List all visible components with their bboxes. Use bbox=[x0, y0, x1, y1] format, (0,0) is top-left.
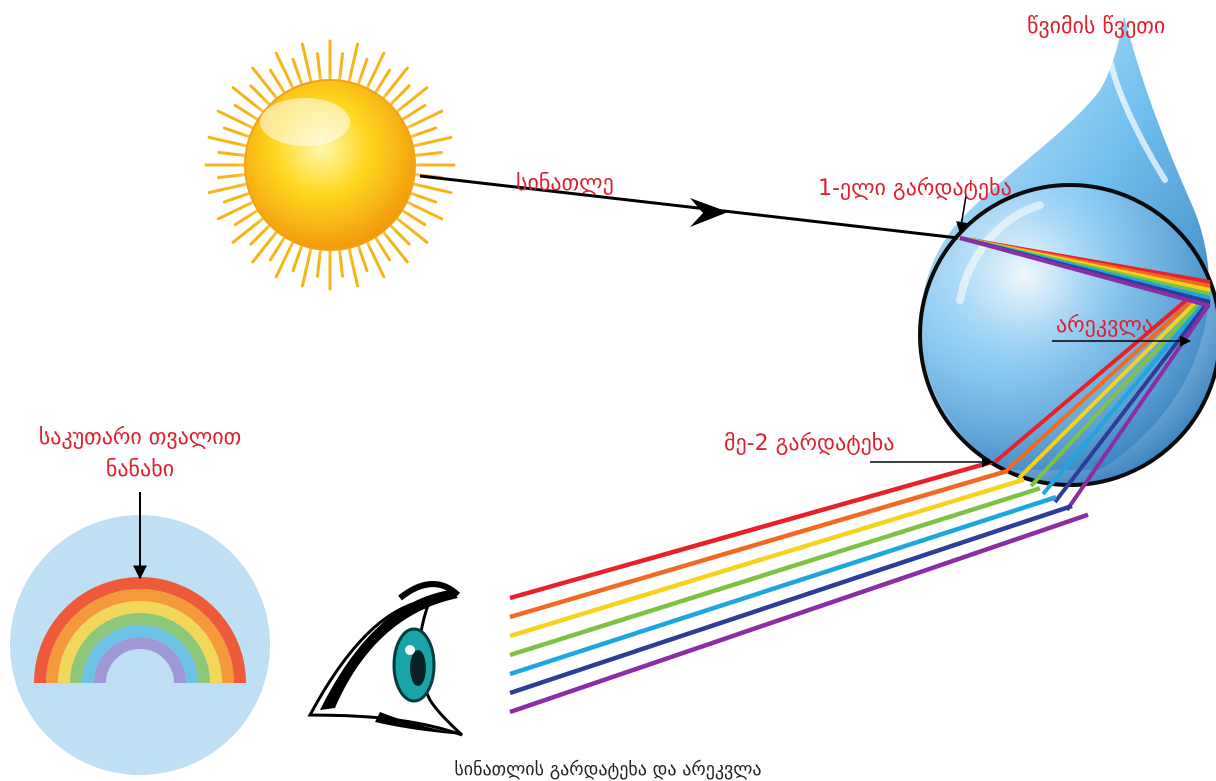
spectrum-ray-outgoing bbox=[509, 477, 1025, 639]
spectrum-ray-outgoing bbox=[509, 486, 1041, 658]
light-label: სინათლე bbox=[516, 171, 614, 196]
rainbow-arc bbox=[34, 577, 246, 684]
spectrum-ray-outgoing bbox=[509, 468, 1009, 620]
spectrum-inside-drop bbox=[959, 236, 1211, 512]
figure-caption: სინათლის გარდატეხა და არეკვლა bbox=[454, 759, 761, 780]
spectrum-ray-outgoing bbox=[509, 495, 1057, 677]
rainbow-arc bbox=[70, 613, 210, 684]
reflection-label: არეკვლა bbox=[1056, 313, 1153, 338]
spectrum-ray-outgoing bbox=[509, 503, 1073, 696]
raindrop-icon bbox=[918, 16, 1216, 487]
first-refraction-label: 1-ელი გარდატეხა bbox=[818, 176, 1012, 201]
sun-icon bbox=[204, 39, 456, 291]
raindrop-label: წვიმის წვეთი bbox=[1027, 14, 1165, 39]
own-eye-label-line2: ნანახი bbox=[106, 457, 174, 482]
eye-icon bbox=[307, 580, 464, 737]
rainbow-arc bbox=[58, 601, 222, 684]
light-ray bbox=[419, 174, 959, 240]
rainbow-icon bbox=[34, 577, 246, 684]
rainbow-inset bbox=[10, 492, 270, 775]
rainbow-arc bbox=[94, 637, 186, 684]
first-refraction-pointer bbox=[956, 195, 968, 234]
rainbow-arc bbox=[46, 589, 234, 684]
own-eye-label-line1: საკუთარი თვალით bbox=[39, 425, 242, 450]
rainbow-arc bbox=[82, 625, 198, 684]
light-direction-arrow bbox=[690, 198, 728, 227]
spectrum-outgoing bbox=[509, 459, 1089, 715]
spectrum-ray-outgoing bbox=[509, 459, 993, 601]
spectrum-ray-inside bbox=[959, 236, 1211, 512]
spectrum-ray-outgoing bbox=[509, 512, 1089, 715]
second-refraction-label: მე-2 გარდატეხა bbox=[724, 431, 894, 456]
